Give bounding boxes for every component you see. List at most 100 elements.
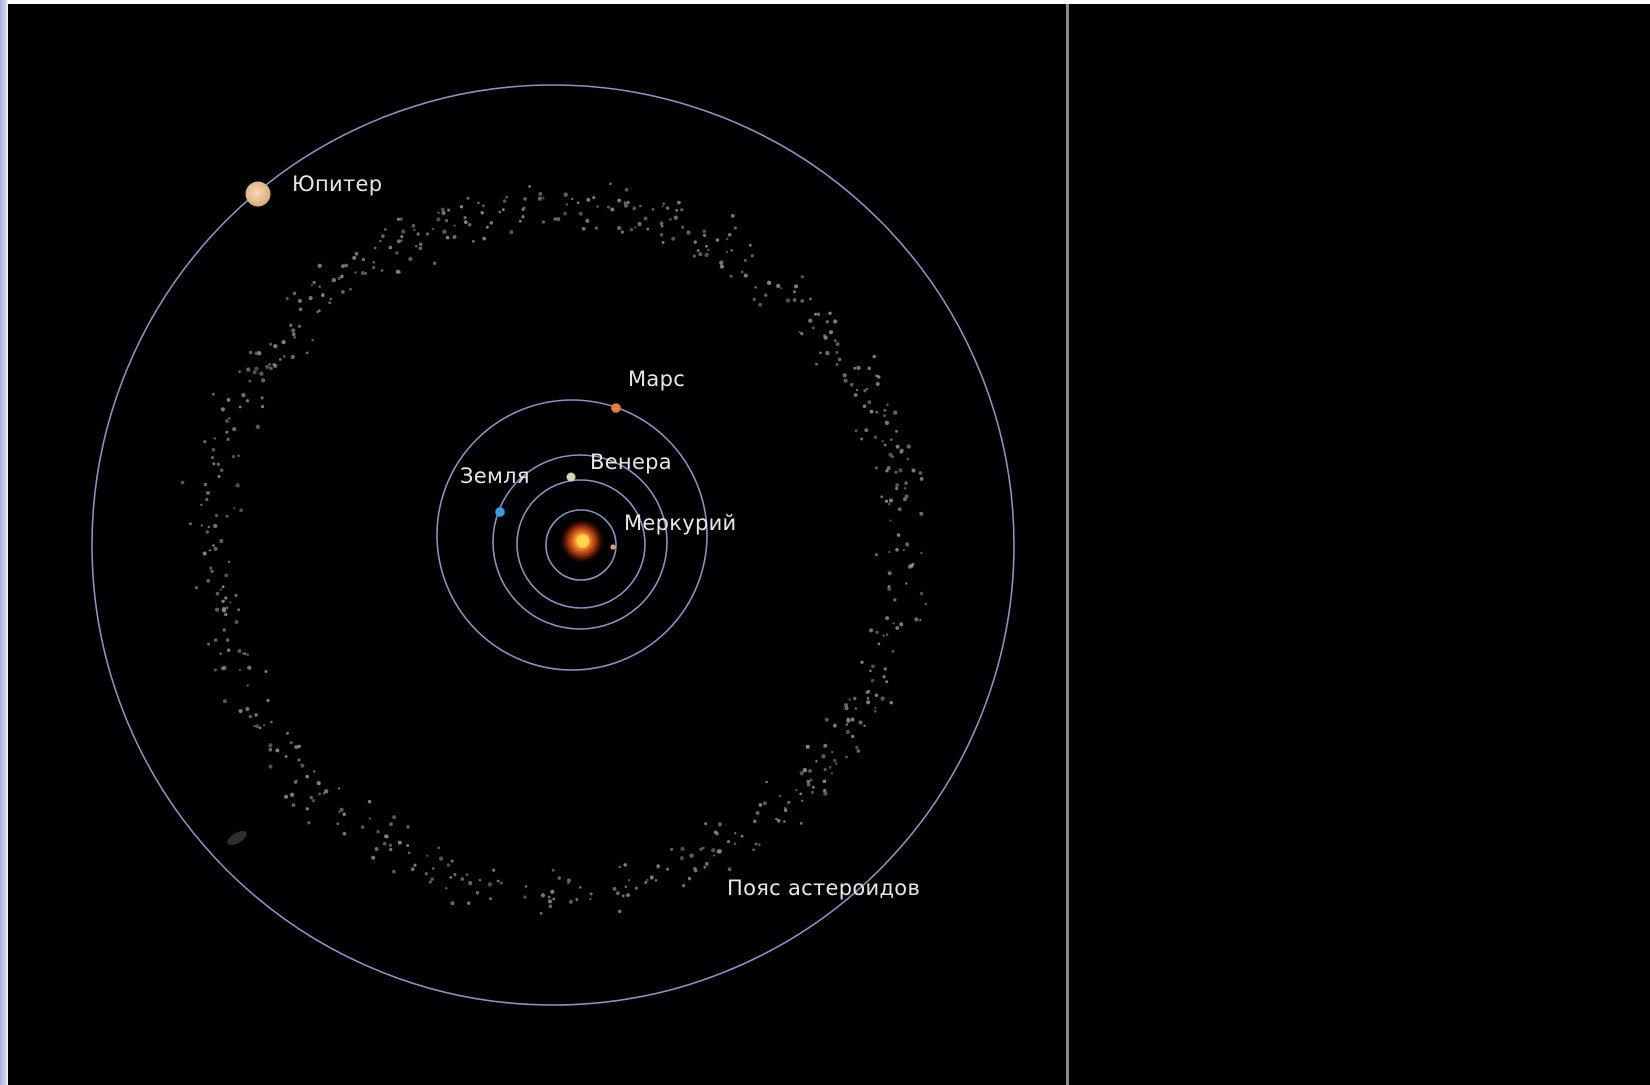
asteroid-belt: [180, 182, 928, 915]
asteroid-dot: [360, 271, 366, 276]
asteroid-dot: [707, 248, 710, 252]
asteroid-dot: [450, 901, 455, 906]
asteroid-dot: [775, 817, 778, 821]
asteroid-dot: [441, 210, 446, 215]
asteroid-dot: [432, 261, 437, 265]
asteroid-dot: [431, 227, 435, 231]
asteroid-dot: [229, 601, 232, 604]
asteroid-dot: [906, 457, 910, 461]
asteroid-dot: [539, 912, 543, 915]
asteroid-dot: [477, 201, 480, 205]
jupiter-icon: [245, 181, 271, 207]
asteroid-dot: [381, 234, 385, 238]
asteroid-dot: [213, 546, 218, 551]
asteroid-dot: [896, 533, 901, 537]
asteroid-dot: [205, 497, 209, 502]
asteroid-dot: [300, 763, 305, 768]
asteroid-dot: [317, 263, 322, 268]
asteroid-dot: [733, 842, 737, 846]
asteroid-dot: [856, 749, 861, 753]
asteroid-dot: [400, 239, 403, 242]
asteroid-dot: [730, 249, 734, 252]
asteroid-dot: [877, 642, 881, 646]
asteroid-dot: [712, 854, 716, 857]
asteroid-dot: [231, 454, 236, 459]
asteroid-dot: [374, 847, 379, 851]
asteroid-dot: [213, 523, 218, 529]
asteroid-dot: [673, 215, 678, 220]
asteroid-dot: [293, 336, 297, 339]
asteroid-dot: [418, 246, 423, 251]
asteroid-dot: [480, 211, 484, 215]
asteroid-dot: [221, 608, 227, 613]
asteroid-dot: [202, 551, 207, 556]
asteroid-dot: [860, 437, 864, 441]
asteroid-dot: [268, 748, 273, 752]
asteroid-dot: [361, 825, 365, 829]
asteroid-dot: [337, 276, 341, 280]
asteroid-dot: [406, 825, 410, 829]
asteroid-dot: [704, 252, 709, 257]
asteroid-dot: [226, 648, 231, 652]
asteroid-dot: [521, 208, 525, 212]
asteroid-dot: [460, 877, 464, 881]
asteroid-dot: [864, 428, 869, 433]
asteroid-dot: [541, 196, 545, 200]
asteroid-dot: [693, 240, 697, 244]
asteroid-dot: [452, 234, 457, 239]
asteroid-dot: [812, 326, 815, 330]
asteroid-dot: [905, 542, 910, 547]
asteroid-dot: [265, 364, 270, 370]
asteroid-dot: [589, 897, 592, 901]
asteroid-dot: [704, 861, 709, 866]
asteroid-dot: [880, 696, 885, 701]
asteroid-dot: [844, 706, 849, 711]
asteroid-dot: [754, 842, 758, 846]
asteroid-dot: [620, 230, 624, 234]
asteroid-dot: [311, 338, 315, 342]
asteroid-dot: [528, 184, 532, 188]
asteroid-dot: [893, 410, 898, 415]
asteroid-dot: [208, 549, 212, 552]
asteroid-dot: [237, 608, 241, 612]
asteroid-dot: [883, 408, 887, 412]
asteroid-dot: [234, 619, 239, 625]
asteroid-dot: [617, 198, 622, 203]
asteroid-dot: [226, 397, 231, 402]
asteroid-dot: [815, 362, 818, 366]
asteroid-dot: [437, 211, 440, 214]
asteroid-dot: [523, 197, 527, 201]
asteroid-dot: [924, 602, 928, 606]
asteroid-dot: [887, 571, 892, 576]
asteroid-dot: [338, 810, 341, 814]
asteroid-dot: [481, 204, 485, 208]
asteroid-dot: [885, 468, 889, 473]
asteroid-dot: [882, 414, 886, 418]
asteroid-dot: [833, 723, 837, 728]
asteroid-dot: [792, 290, 797, 294]
asteroid-dot: [799, 771, 804, 776]
asteroid-dot: [911, 468, 916, 473]
asteroid-dot: [582, 227, 586, 231]
asteroid-dot: [453, 224, 456, 227]
asteroid-dot: [222, 628, 226, 632]
asteroid-dot: [725, 237, 729, 241]
asteroid-dot: [239, 508, 243, 513]
asteroid-dot: [874, 706, 877, 709]
asteroid-dot: [579, 886, 582, 889]
asteroid-dot: [411, 223, 416, 228]
asteroid-dot: [541, 220, 546, 224]
asteroid-dot: [232, 427, 237, 432]
asteroid-dot: [219, 539, 224, 543]
asteroid-dot: [893, 598, 897, 602]
asteroid-dot: [273, 363, 277, 367]
asteroid-dot: [873, 709, 877, 713]
asteroid-dot: [313, 770, 316, 773]
asteroid-dot: [692, 254, 696, 258]
asteroid-dot: [623, 863, 627, 867]
asteroid-dot: [835, 342, 840, 347]
asteroid-dot: [219, 468, 224, 472]
asteroid-dot: [552, 897, 556, 901]
asteroid-dot: [215, 591, 220, 596]
asteroid-dot: [585, 218, 590, 223]
